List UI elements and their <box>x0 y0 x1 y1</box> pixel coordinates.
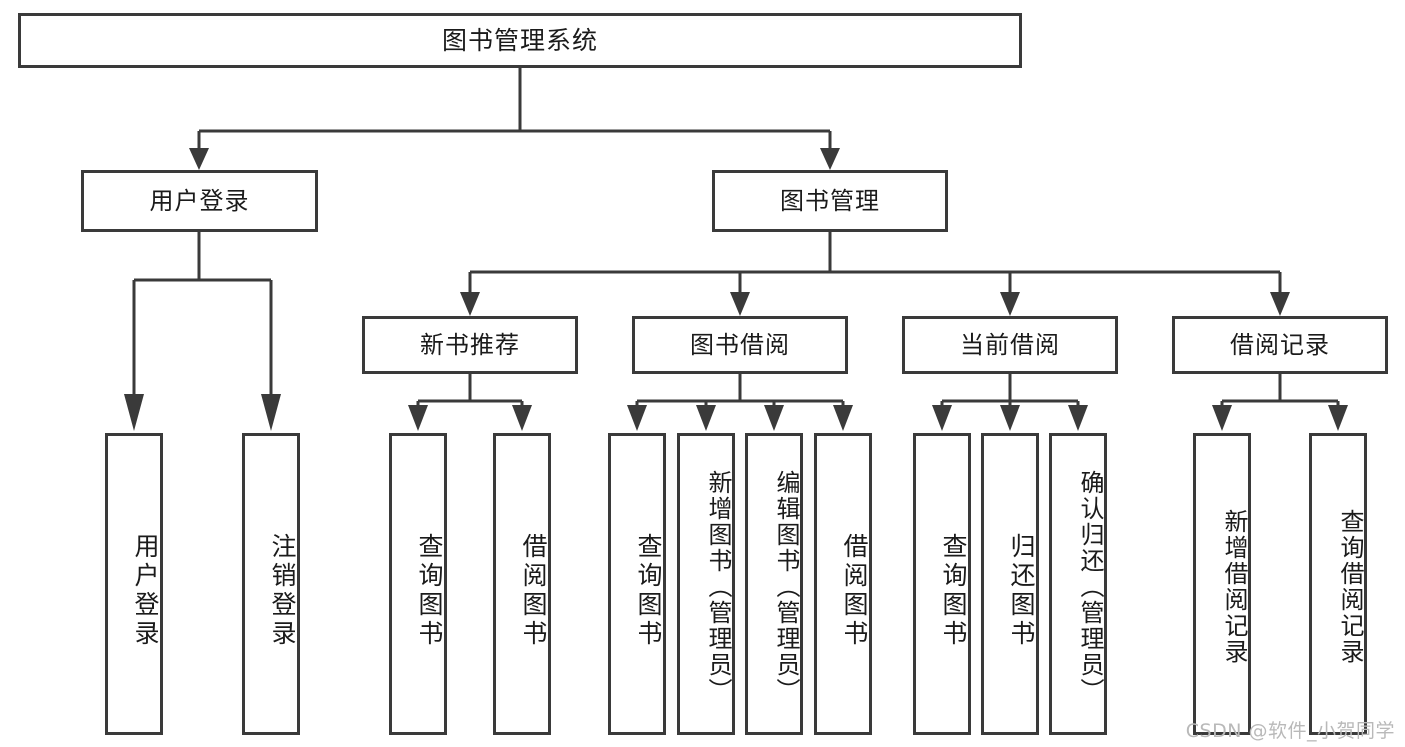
arrowhead-borrow-record <box>1270 292 1290 316</box>
leaf-br-add-record[interactable]: 新增借阅记录 <box>1193 433 1251 735</box>
node-label: 图书管理 <box>780 186 880 215</box>
leaf-cb-return-book[interactable]: 归还图书 <box>981 433 1039 735</box>
node-book-borrow[interactable]: 图书借阅 <box>632 316 848 374</box>
watermark: CSDN @软件_小贺同学 <box>1185 720 1395 742</box>
leaf-cb-query-book[interactable]: 查询图书 <box>913 433 971 735</box>
leaf-bb-query-book[interactable]: 查询图书 <box>608 433 666 735</box>
node-label: 新书推荐 <box>420 330 520 359</box>
arrowhead-bb-leaf2 <box>696 405 716 431</box>
arrowhead-nbr-leaf2 <box>512 405 532 431</box>
arrowhead-bb-leaf3 <box>764 405 784 431</box>
node-label: 借阅图书 <box>519 533 548 649</box>
node-label: 用户登录 <box>149 186 250 215</box>
leaf-user-login[interactable]: 用户登录 <box>105 433 163 735</box>
leaf-bb-edit-book-admin[interactable]: 编辑图书（管理员） <box>745 433 803 735</box>
leaf-nbr-query-book[interactable]: 查询图书 <box>389 433 447 735</box>
arrowhead-bb-leaf1 <box>627 405 647 431</box>
node-label: 查询图书 <box>634 533 663 649</box>
node-new-book-recommend[interactable]: 新书推荐 <box>362 316 578 374</box>
node-label: 归还图书 <box>1007 533 1036 649</box>
arrowhead-br-leaf1 <box>1212 405 1232 431</box>
arrowhead-book-borrow <box>730 292 750 316</box>
arrowhead-br-leaf2 <box>1328 405 1348 431</box>
arrowhead-leaf-logout <box>261 394 281 431</box>
node-label: 图书借阅 <box>690 330 790 359</box>
node-label: 注销登录 <box>268 533 297 649</box>
node-label: 查询借阅记录 <box>1336 509 1364 665</box>
arrowhead-user-login <box>189 148 209 170</box>
leaf-br-query-record[interactable]: 查询借阅记录 <box>1309 433 1367 735</box>
arrowhead-cb-leaf1 <box>932 405 952 431</box>
node-root-book-management-system[interactable]: 图书管理系统 <box>18 13 1022 68</box>
leaf-logout[interactable]: 注销登录 <box>242 433 300 735</box>
node-label: 查询图书 <box>415 533 444 649</box>
node-current-borrow[interactable]: 当前借阅 <box>902 316 1118 374</box>
leaf-bb-borrow-book[interactable]: 借阅图书 <box>814 433 872 735</box>
node-label: 当前借阅 <box>960 330 1060 359</box>
node-label: 编辑图书（管理员） <box>772 470 800 704</box>
node-label: 用户登录 <box>131 533 160 649</box>
node-user-login[interactable]: 用户登录 <box>81 170 318 232</box>
arrowhead-nbr-leaf1 <box>408 405 428 431</box>
node-label: 借阅图书 <box>840 533 869 649</box>
node-label: 确认归还（管理员） <box>1076 470 1104 704</box>
node-borrow-record[interactable]: 借阅记录 <box>1172 316 1388 374</box>
leaf-bb-add-book-admin[interactable]: 新增图书（管理员） <box>677 433 735 735</box>
arrowhead-bb-leaf4 <box>833 405 853 431</box>
node-label: 新增借阅记录 <box>1220 509 1248 665</box>
node-book-management[interactable]: 图书管理 <box>712 170 948 232</box>
arrowhead-current-borrow <box>1000 292 1020 316</box>
leaf-nbr-borrow-book[interactable]: 借阅图书 <box>493 433 551 735</box>
node-label: 查询图书 <box>939 533 968 649</box>
arrowhead-new-book-recommend <box>460 292 480 316</box>
leaf-cb-confirm-return-admin[interactable]: 确认归还（管理员） <box>1049 433 1107 735</box>
arrowhead-leaf-user-login <box>124 394 144 431</box>
node-label: 借阅记录 <box>1230 330 1330 359</box>
arrowhead-book-management <box>820 148 840 170</box>
arrowhead-cb-leaf3 <box>1068 405 1088 431</box>
node-label: 图书管理系统 <box>441 25 598 55</box>
node-label: 新增图书（管理员） <box>704 470 732 704</box>
arrowhead-cb-leaf2 <box>1000 405 1020 431</box>
